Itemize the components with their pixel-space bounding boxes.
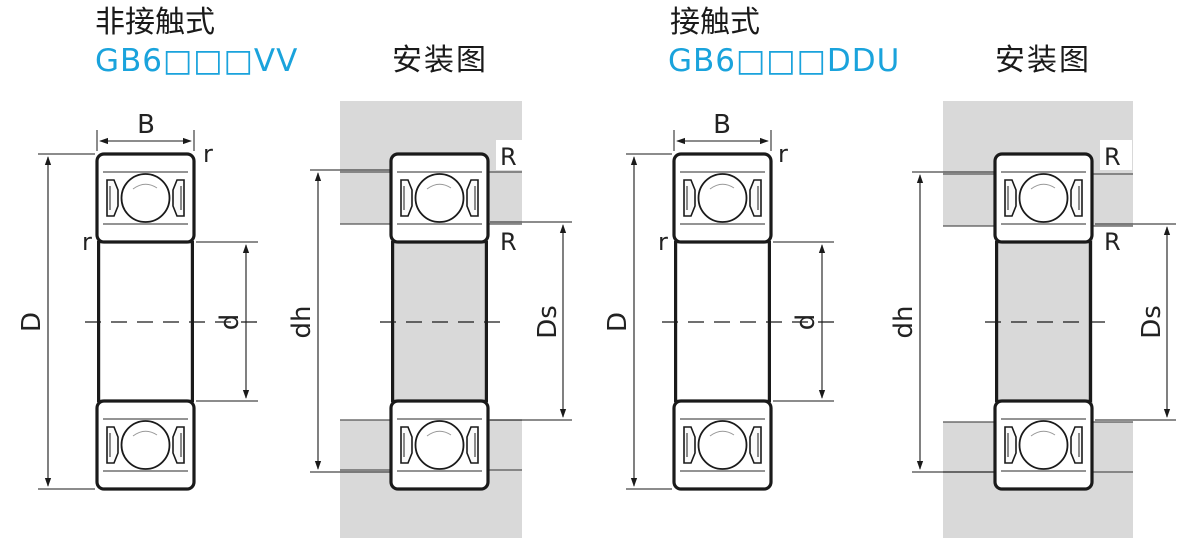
left-housing-radius-top-label: R xyxy=(500,143,517,171)
left-install-drawing: dh Ds R R xyxy=(287,101,572,538)
left-bore-diameter-label: d xyxy=(215,314,245,331)
left-install-label: 安装图 xyxy=(392,43,488,78)
right-width-label: B xyxy=(713,110,731,140)
right-bearing-drawing: B r r D d xyxy=(603,110,836,489)
left-housing-radius-inner-label: R xyxy=(500,228,517,256)
right-housing-radius-top-label: R xyxy=(1104,143,1121,171)
left-radius-top-label: r xyxy=(203,140,213,168)
right-model-code: GB6□□□DDU xyxy=(668,43,901,79)
right-radius-inner-label: r xyxy=(658,228,668,256)
right-install-label: 安装图 xyxy=(995,43,1091,78)
right-install-drawing: dh Ds R R xyxy=(889,101,1176,538)
right-housing-radius-inner-label: R xyxy=(1104,228,1121,256)
left-outer-diameter-label: D xyxy=(17,312,47,332)
right-housing-diameter-label: dh xyxy=(889,306,919,339)
right-shaft-diameter-label: Ds xyxy=(1137,305,1167,339)
right-radius-top-label: r xyxy=(778,140,788,168)
right-outer-diameter-label: D xyxy=(603,312,633,332)
left-type-label: 非接触式 xyxy=(95,5,215,40)
left-width-label: B xyxy=(137,110,155,140)
left-bearing-drawing: B r r D d xyxy=(17,110,260,489)
right-bore-diameter-label: d xyxy=(791,314,821,331)
left-model-code: GB6□□□VV xyxy=(95,43,299,79)
left-housing-diameter-label: dh xyxy=(287,306,317,339)
left-shaft-diameter-label: Ds xyxy=(533,305,563,339)
left-radius-inner-label: r xyxy=(82,228,92,256)
right-type-label: 接触式 xyxy=(670,5,760,40)
